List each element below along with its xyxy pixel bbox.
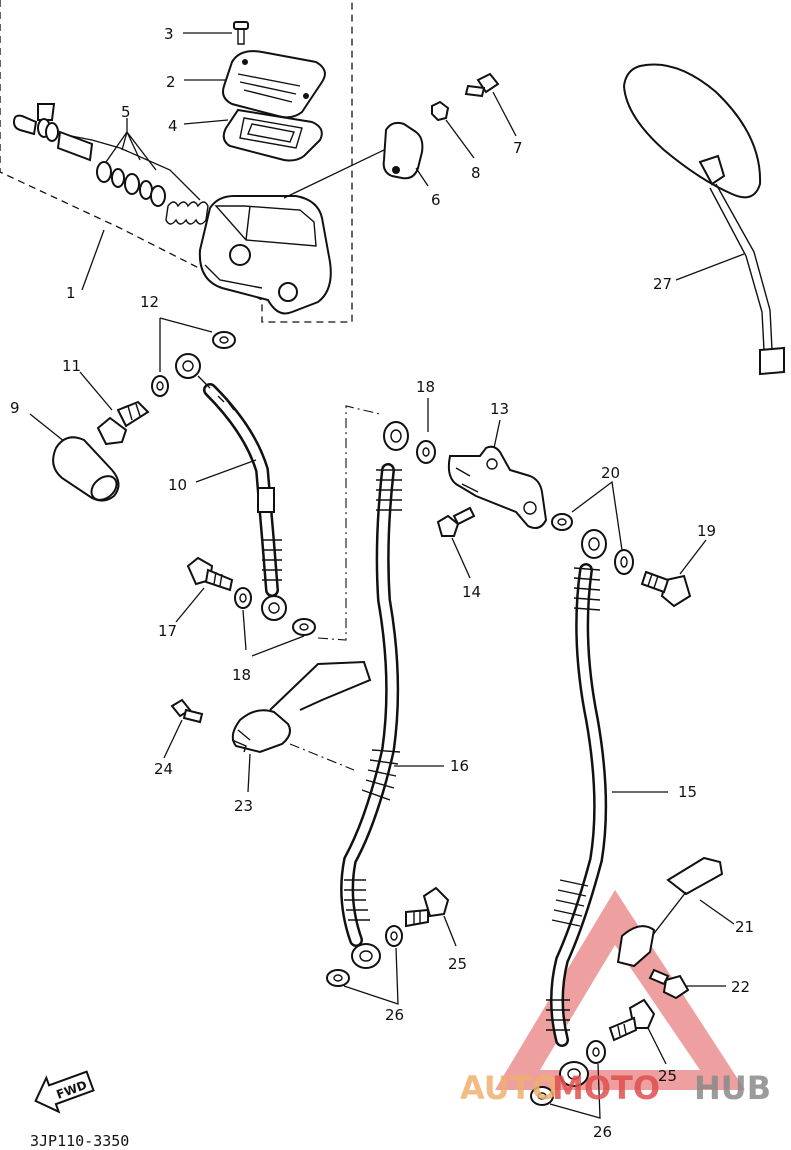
watermark-part-hub: HUB	[694, 1069, 771, 1107]
callout-1: 1	[66, 284, 76, 302]
banjo-bolt-part-19	[640, 539, 707, 608]
brake-hose-part-16	[340, 421, 444, 969]
callout-6: 6	[431, 191, 441, 209]
callout-18b: 18	[416, 378, 435, 396]
banjo-bolt-part-11	[79, 371, 150, 446]
callout-2: 2	[166, 73, 176, 91]
callout-20: 20	[601, 464, 620, 482]
callout-26b: 26	[593, 1123, 612, 1141]
diagram-code: 3JP110-3350	[30, 1132, 129, 1150]
brake-hose-part-15	[546, 529, 668, 1087]
callout-27: 27	[653, 275, 672, 293]
bracket-part-21	[616, 856, 735, 968]
banjo-bolt-part-25-right	[608, 998, 667, 1065]
leader-part-1	[81, 229, 105, 291]
watermark-logo	[495, 890, 745, 1090]
callout-24: 24	[154, 760, 173, 778]
callout-16: 16	[450, 757, 469, 775]
callout-13: 13	[490, 400, 509, 418]
mirror-part-27	[622, 63, 785, 376]
callout-26a: 26	[385, 1006, 404, 1024]
brake-hose-part-10	[175, 353, 287, 621]
banjo-bolt-part-25-left	[405, 886, 457, 947]
callout-21: 21	[735, 918, 754, 936]
washers-part-18-left	[234, 405, 381, 657]
callout-9: 9	[10, 399, 20, 417]
banjo-bolt-part-17	[175, 556, 234, 623]
washers-part-26-right	[530, 1040, 606, 1119]
callout-25a: 25	[448, 955, 467, 973]
callout-12: 12	[140, 293, 159, 311]
callout-19: 19	[697, 522, 716, 540]
clamp-part-6	[382, 121, 429, 187]
boot-part-9	[29, 413, 120, 502]
forward-arrow: FWD	[34, 1070, 95, 1114]
callout-14: 14	[462, 583, 481, 601]
reservoir-cap-part-2	[184, 50, 326, 119]
callout-7: 7	[513, 139, 523, 157]
bolt-part-22	[648, 968, 726, 1000]
diaphragm-part-4	[183, 108, 323, 162]
master-cylinder-body	[198, 149, 385, 315]
screw-part-3	[183, 21, 249, 45]
callout-labels: 1 2 3 4 5 6 7 8 9 10 11 12 13 14 15 16 1…	[10, 25, 754, 1141]
watermark-text: AUTO MOTO HUB	[460, 1069, 771, 1107]
bracket-part-23	[231, 660, 372, 793]
watermark-part-moto: MOTO	[552, 1069, 660, 1107]
callout-11: 11	[62, 357, 81, 375]
callout-22: 22	[731, 978, 750, 996]
callout-25b: 25	[658, 1067, 677, 1085]
washers-part-20	[551, 480, 634, 575]
callout-3: 3	[164, 25, 174, 43]
callout-5: 5	[121, 103, 131, 121]
callout-10: 10	[168, 476, 187, 494]
callout-18a: 18	[232, 666, 251, 684]
callout-4: 4	[168, 117, 178, 135]
callout-17: 17	[158, 622, 177, 640]
piston-kit-part-5	[12, 103, 209, 225]
screw-part-24	[163, 698, 204, 759]
bolt-part-14	[436, 506, 476, 579]
washer-part-18-right	[416, 398, 436, 464]
callout-15: 15	[678, 783, 697, 801]
bolt-part-7	[464, 72, 517, 137]
callout-8: 8	[471, 164, 481, 182]
watermark-part-auto: AUTO	[460, 1069, 559, 1107]
brake-joint-part-13	[447, 419, 548, 529]
callout-23: 23	[234, 797, 253, 815]
nut-part-8	[431, 100, 475, 159]
washer-part-12	[151, 317, 236, 397]
washers-part-26-left	[326, 925, 403, 1005]
